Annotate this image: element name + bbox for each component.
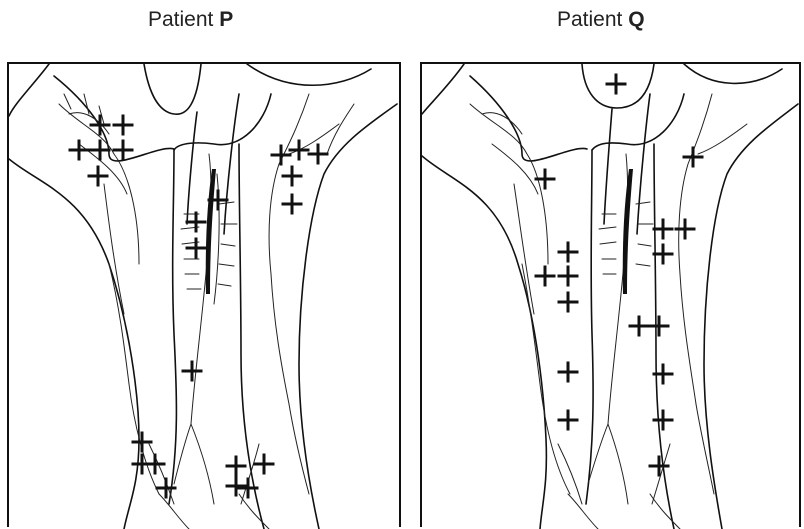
node-marker: [559, 411, 577, 429]
node-marker: [654, 220, 672, 238]
patient-p-body-outline: [9, 64, 399, 529]
lymph-node-markers: [536, 75, 702, 475]
node-marker: [272, 146, 290, 164]
node-marker: [227, 477, 245, 495]
node-marker: [559, 243, 577, 261]
node-marker: [227, 457, 245, 475]
node-marker: [133, 433, 151, 451]
patient-p-title-letter: P: [219, 8, 233, 31]
node-marker: [559, 267, 577, 285]
node-marker: [255, 455, 273, 473]
patient-p-title: Patient P: [148, 8, 233, 32]
node-marker: [283, 167, 301, 185]
lymph-vessels: [59, 94, 354, 529]
thoracic-duct-shape: [206, 169, 216, 294]
node-marker: [654, 411, 672, 429]
node-marker: [684, 148, 702, 166]
thoracic-duct-shape: [623, 169, 633, 294]
node-marker: [559, 363, 577, 381]
patient-q-title-letter: Q: [628, 8, 644, 31]
node-marker: [239, 479, 257, 497]
node-marker: [607, 75, 625, 93]
patient-q-title-prefix: Patient: [557, 8, 622, 31]
node-marker: [187, 239, 205, 257]
node-marker: [650, 317, 668, 335]
node-marker: [114, 116, 132, 134]
body-silhouette: [422, 64, 798, 529]
node-marker: [654, 245, 672, 263]
node-marker: [536, 267, 554, 285]
patient-q-body-outline: [422, 64, 799, 529]
lymph-node-markers: [70, 116, 327, 497]
node-marker: [536, 170, 554, 188]
node-marker: [70, 141, 88, 159]
node-marker: [559, 293, 577, 311]
patient-q-title: Patient Q: [557, 8, 645, 32]
node-marker: [89, 167, 107, 185]
node-marker: [183, 362, 201, 380]
node-marker: [283, 195, 301, 213]
patient-p-title-prefix: Patient: [148, 8, 213, 31]
patient-p-diagram: [7, 62, 401, 527]
node-marker: [309, 145, 327, 163]
node-marker: [290, 141, 308, 159]
patient-q-diagram: [420, 62, 801, 527]
node-marker: [630, 317, 648, 335]
node-marker: [114, 141, 132, 159]
